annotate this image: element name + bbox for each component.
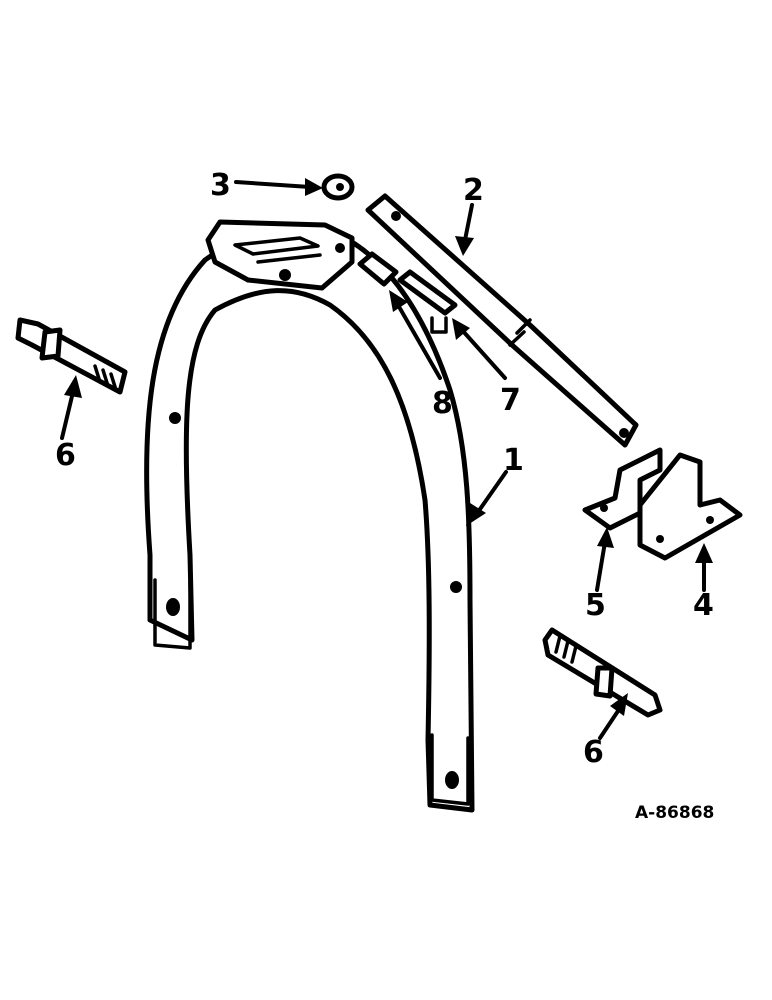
callout-4: 4 xyxy=(693,588,714,623)
nut-part-3 xyxy=(321,173,355,201)
callout-1: 1 xyxy=(503,443,524,478)
u-bracket-part-1 xyxy=(144,219,475,813)
pin-part-7 xyxy=(397,269,458,334)
bushing-part-8 xyxy=(357,251,399,287)
callout-2: 2 xyxy=(463,173,484,208)
callout-8: 8 xyxy=(432,386,453,421)
callout-3: 3 xyxy=(210,168,231,203)
reference-code: A-86868 xyxy=(635,803,714,823)
angle-clip-part-4 xyxy=(637,452,743,561)
callout-7: 7 xyxy=(500,383,521,418)
leader-lines xyxy=(60,178,713,740)
callout-6-left: 6 xyxy=(55,438,76,473)
angle-clip-part-5 xyxy=(582,447,663,531)
stud-part-6-right xyxy=(542,627,663,718)
link-bar-part-2 xyxy=(365,193,639,448)
stud-part-6-left xyxy=(15,317,128,395)
callout-6-right: 6 xyxy=(583,735,604,770)
callout-5: 5 xyxy=(585,588,606,623)
